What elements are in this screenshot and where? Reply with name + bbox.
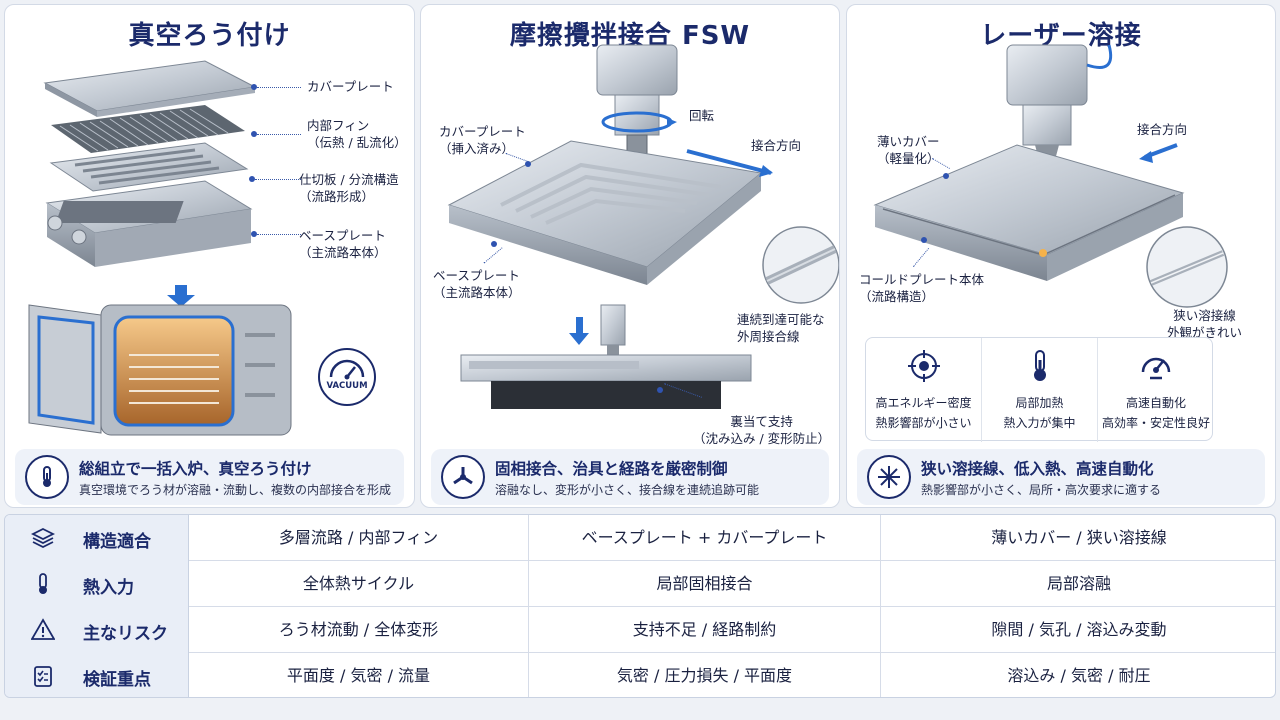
row-header: 検証重点 — [5, 653, 189, 697]
gauge-icon — [1141, 357, 1171, 380]
brazing-exploded-illustration — [28, 60, 376, 436]
summary-box: 固相接合、治具と経路を厳密制御 溶融なし、変形が小さく、接合線を連続追跡可能 — [431, 449, 829, 505]
row-header: 構造適合 — [5, 515, 189, 561]
table-cell: 全体熱サイクル — [189, 561, 529, 607]
callout-partition: 仕切板 / 分流構造（流路形成） — [299, 172, 399, 204]
summary-subtitle: 熱影響部が小さく、局所・高次要求に適する — [921, 483, 1162, 497]
callout-perimeter-weld: 連続到達可能な外周接合線 — [737, 312, 825, 344]
table-cell: 平面度 / 気密 / 流量 — [189, 653, 529, 697]
table-row: 構造適合 多層流路 / 内部フィン ベースプレート + カバープレート 薄いカバ… — [5, 515, 1275, 561]
target-icon — [907, 350, 940, 382]
table-cell: 溶込み / 気密 / 耐圧 — [1007, 666, 1151, 685]
callout-cover-plate: カバープレート（挿入済み） — [439, 124, 526, 156]
table-cell: 局部溶融 — [1046, 574, 1111, 593]
laser-illustration — [873, 44, 1228, 308]
callout-weld-direction: 接合方向 — [751, 138, 802, 153]
thermometer-icon — [1033, 350, 1046, 381]
table-cell: 局部固相接合 — [529, 561, 881, 607]
warning-icon — [31, 618, 55, 640]
callout-thin-cover: 薄いカバー（軽量化） — [877, 134, 940, 166]
callout-inner-fin: 内部フィン（伝熱 / 乱流化） — [307, 118, 407, 150]
table-cell: 隙間 / 気孔 / 溶込み変動 — [991, 620, 1167, 639]
fsw-illustration — [447, 44, 839, 409]
row-header: 主なリスク — [5, 607, 189, 653]
summary-title: 総組立で一括入炉、真空ろう付け — [79, 460, 312, 478]
feature-item: 高エネルギー密度 熱影響部が小さい — [866, 338, 982, 442]
summary-title: 狭い溶接線、低入熱、高速自動化 — [921, 460, 1154, 478]
callout-weld-direction: 接合方向 — [1137, 122, 1188, 137]
summary-box: 総組立で一括入炉、真空ろう付け 真空環境でろう材が溶融・流動し、複数の内部接合を… — [15, 449, 404, 505]
panel-vacuum-brazing: 真空ろう付け — [4, 4, 415, 508]
table-cell: 気密 / 圧力損失 / 平面度 — [529, 653, 881, 697]
table-row: 検証重点 平面度 / 気密 / 流量 気密 / 圧力損失 / 平面度 溶込み /… — [5, 653, 1275, 697]
row-header: 熱入力 — [5, 561, 189, 607]
panel-laser-welding: レーザー溶接 薄いカバー（軽量化） 接合方向 コールドプレート本体（流路構造） … — [846, 4, 1276, 508]
layers-icon — [31, 527, 55, 549]
table-row: 熱入力 全体熱サイクル 局部固相接合 局部溶融 — [5, 561, 1275, 607]
thermometer-icon — [25, 455, 69, 499]
summary-title: 固相接合、治具と経路を厳密制御 — [495, 460, 728, 478]
thermometer-icon — [39, 573, 47, 594]
sparkle-icon — [867, 455, 911, 499]
feature-box: 高エネルギー密度 熱影響部が小さい 局部加熱 熱入力が集中 高速自動化 高効率・… — [865, 337, 1214, 442]
vacuum-badge-label: VACUUM — [326, 381, 368, 391]
callout-rotation: 回転 — [689, 108, 715, 123]
summary-box: 狭い溶接線、低入熱、高速自動化 熱影響部が小さく、局所・高次要求に適する — [857, 449, 1265, 505]
table-cell: 薄いカバー / 狭い溶接線 — [991, 528, 1167, 547]
callout-narrow-weld: 狭い溶接線外観がきれい — [1167, 308, 1243, 340]
feature-item: 高速自動化 高効率・安定性良好 — [1098, 338, 1214, 442]
checklist-icon — [34, 666, 52, 687]
table-cell: ベースプレート + カバープレート — [529, 515, 881, 561]
comparison-table: 構造適合 多層流路 / 内部フィン ベースプレート + カバープレート 薄いカバ… — [4, 514, 1276, 698]
panel-title: 真空ろう付け — [128, 21, 291, 51]
table-cell: 多層流路 / 内部フィン — [189, 515, 529, 561]
table-cell: ろう材流動 / 全体変形 — [189, 607, 529, 653]
callout-base-plate: ベースプレート（主流路本体） — [299, 228, 387, 260]
callout-cold-plate-body: コールドプレート本体（流路構造） — [859, 272, 985, 304]
fan-icon — [441, 455, 485, 499]
table-row: 主なリスク ろう材流動 / 全体変形 支持不足 / 経路制約 隙間 / 気孔 /… — [5, 607, 1275, 653]
table-cell: 支持不足 / 経路制約 — [529, 607, 881, 653]
panel-fsw: 摩擦攪拌接合 FSW カバープレート（挿入済み） 回転 — [420, 4, 840, 508]
summary-subtitle: 真空環境でろう材が溶融・流動し、複数の内部接合を形成 — [79, 483, 392, 497]
callout-backing-support: 裏当て支持（沈み込み / 変形防止） — [693, 414, 831, 446]
feature-item: 局部加熱 熱入力が集中 — [982, 338, 1098, 442]
callout-base-plate: ベースプレート（主流路本体） — [433, 268, 521, 300]
summary-subtitle: 溶融なし、変形が小さく、接合線を連続追跡可能 — [495, 483, 760, 497]
callout-cover-plate: カバープレート — [307, 79, 394, 94]
